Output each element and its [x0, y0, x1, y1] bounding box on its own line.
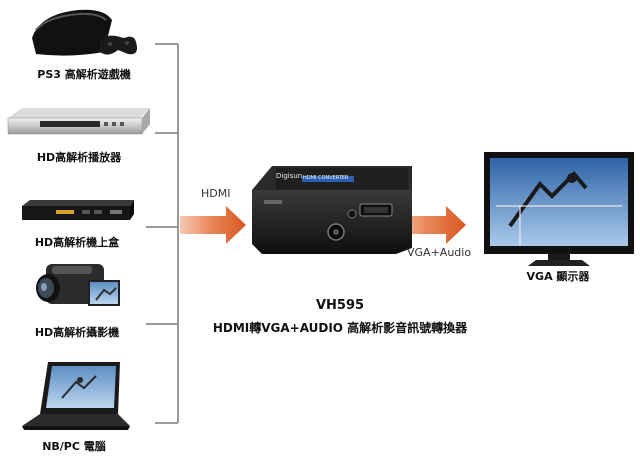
converter-panel-text: HDMI CONVERTER — [303, 175, 349, 181]
source-label-laptop: NB/PC 電腦 — [42, 440, 106, 453]
hdmi-input-arrow — [180, 206, 246, 244]
media-player-icon — [7, 108, 150, 135]
source-label-media-player: HD高解析播放器 — [36, 151, 122, 164]
camcorder-icon — [36, 264, 120, 306]
game-console-icon — [32, 9, 137, 56]
product-description: HDMI轉VGA+AUDIO 高解析影音訊號轉換器 — [212, 321, 468, 335]
vga-audio-connection-label: VGA+Audio — [407, 246, 472, 259]
vga-output-arrow — [392, 206, 466, 244]
converter-brand-mark: Digisun — [276, 172, 303, 180]
source-label-set-top-box: HD高解析機上盒 — [34, 236, 120, 249]
source-label-ps3: PS3 高解析遊戲機 — [37, 68, 131, 81]
laptop-icon — [22, 362, 130, 430]
source-label-camcorder: HD高解析攝影機 — [34, 326, 120, 339]
converter-device-icon — [252, 166, 412, 254]
display-label: VGA 顯示器 — [526, 270, 590, 283]
set-top-box-icon — [22, 200, 134, 220]
vga-monitor-icon — [484, 152, 634, 266]
product-model: VH595 — [315, 298, 365, 313]
bracket-lines — [146, 43, 179, 424]
hdmi-connection-label: HDMI — [201, 187, 231, 200]
